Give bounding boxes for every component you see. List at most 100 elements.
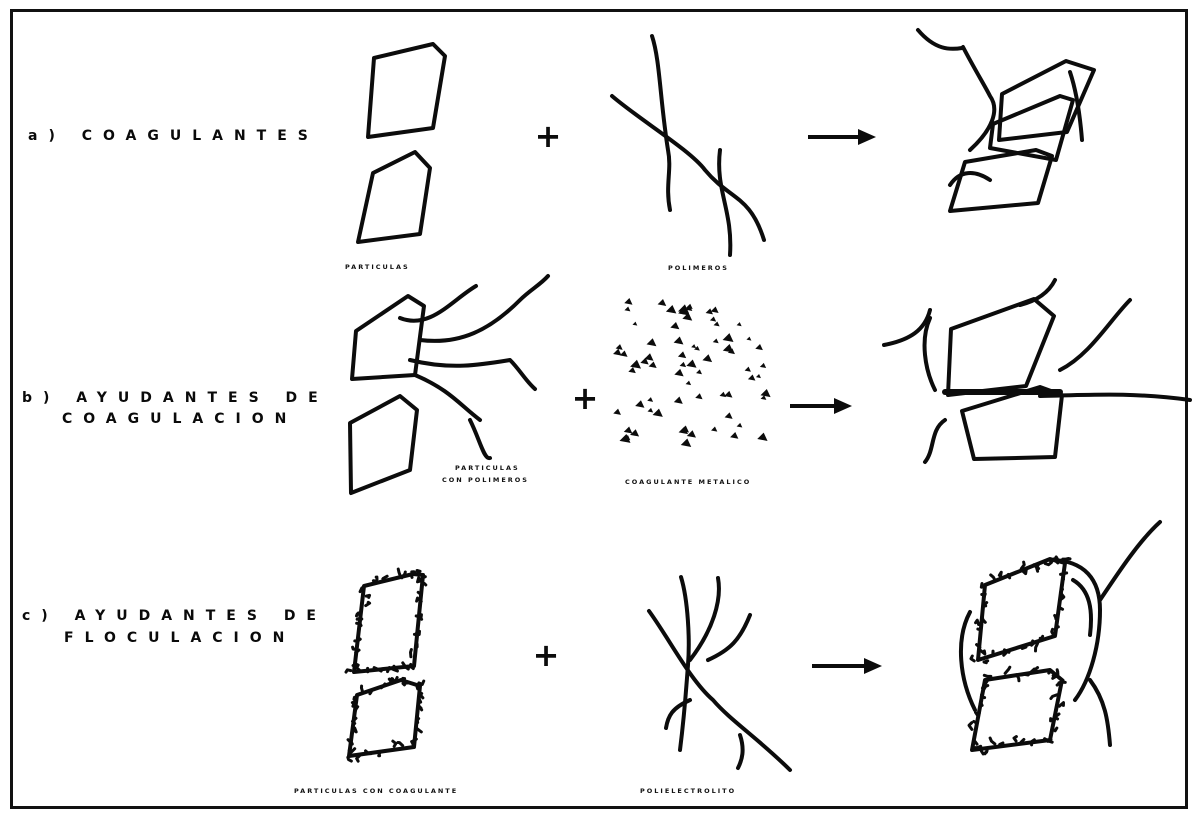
coagulant-speck [1057,670,1058,674]
row-a-arrow [808,129,876,145]
coagulant-particle [696,369,702,374]
row-c-flocculated-product [961,522,1160,750]
coagulant-particle [613,349,622,356]
coagulant-particle [624,426,633,433]
row-b-metallic-coagulant [613,298,771,447]
coagulant-speck [976,620,979,624]
coagulant-speck [419,681,424,684]
coagulant-speck [353,728,356,732]
coagulant-speck [1051,695,1057,699]
coagulant-speck [418,592,421,594]
coagulant-particle [674,369,683,377]
coagulant-speck [971,656,974,661]
coagulant-particle [711,427,717,432]
coagulant-speck [980,702,982,705]
coagulant-particle [680,362,686,367]
coagulant-speck [975,742,977,744]
coagulant-particle [757,433,767,441]
coagulant-speck [1045,562,1051,564]
coagulant-speck [984,661,988,663]
coagulant-particle [620,350,628,356]
coagulant-particle [760,389,770,397]
coagulant-particle [628,367,635,373]
coagulant-particle [737,423,743,428]
coagulant-particle [613,409,621,415]
coagulant-speck [370,691,372,694]
coagulant-speck [1036,643,1038,651]
coagulant-speck [1020,674,1028,675]
coagulant-speck [360,588,362,592]
coagulant-speck [417,719,418,723]
coagulant-particle [635,400,644,408]
coagulant-particle [756,374,761,378]
coagulant-speck [1049,671,1053,673]
coagulant-particle [713,338,719,343]
row-a-flocculated-product [918,30,1094,211]
coagulant-particle [678,351,686,358]
row-a-plus: + [535,117,562,155]
coagulant-particle [695,393,702,399]
coagulant-particle [748,375,755,381]
coagulant-speck [981,751,986,754]
coagulant-particle [710,317,716,322]
coagulant-speck [346,670,351,672]
coagulant-particle [686,359,696,367]
coagulant-speck [352,702,354,706]
coagulant-particle [666,305,676,313]
coagulant-speck [398,743,403,746]
coagulant-particle [723,333,734,342]
coagulant-speck [376,577,377,579]
coagulant-particle [648,408,654,413]
coagulant-speck [419,706,421,709]
coagulant-speck [398,569,400,575]
coagulant-speck [990,738,995,744]
row-b-coagulated-product [884,280,1190,462]
coagulant-particle [760,363,766,368]
coagulant-speck [392,677,397,681]
coagulant-particle [714,321,720,326]
coagulant-speck [1031,641,1034,645]
row-a-polymers [612,36,764,255]
coagulant-particle [730,432,738,439]
coagulant-speck [978,629,981,630]
row-b-arrow [790,398,852,414]
coagulant-speck [1017,675,1019,681]
coagulant-speck [1056,627,1058,628]
coagulant-speck [1053,728,1057,731]
coagulant-speck [982,616,985,623]
coagulant-speck [357,756,360,761]
coagulant-speck [355,639,360,641]
coagulant-speck [418,700,420,703]
coagulant-particle [674,397,683,404]
coagulant-speck [1063,576,1064,580]
coagulant-speck [981,651,985,654]
row-b-plus: + [572,379,599,417]
coagulant-speck [1040,636,1042,640]
coagulant-speck [1000,743,1003,745]
coagulant-speck [424,583,425,584]
coagulant-speck [420,694,422,698]
coagulant-speck [1021,562,1024,569]
coagulant-speck [383,576,387,579]
coagulant-speck [1037,564,1039,571]
coagulant-particle [746,337,751,341]
coagulant-particle [725,412,733,419]
coagulant-speck [361,686,362,692]
row-c-arrow [812,658,882,674]
coagulant-speck [417,571,420,574]
coagulant-particle [670,322,679,329]
coagulant-speck [1059,703,1063,707]
coagulant-speck [349,749,354,752]
coagulant-speck [1023,570,1026,574]
coagulant-particle [702,354,712,362]
coagulant-particle [624,298,632,305]
coagulant-particle [745,367,751,372]
coagulant-speck [366,595,369,597]
coagulant-particle [723,344,734,353]
coagulant-speck [1008,574,1010,577]
coagulant-speck [403,683,407,685]
coagulant-speck [366,602,370,605]
coagulant-particle [649,361,657,368]
row-c-plus: + [533,636,560,674]
